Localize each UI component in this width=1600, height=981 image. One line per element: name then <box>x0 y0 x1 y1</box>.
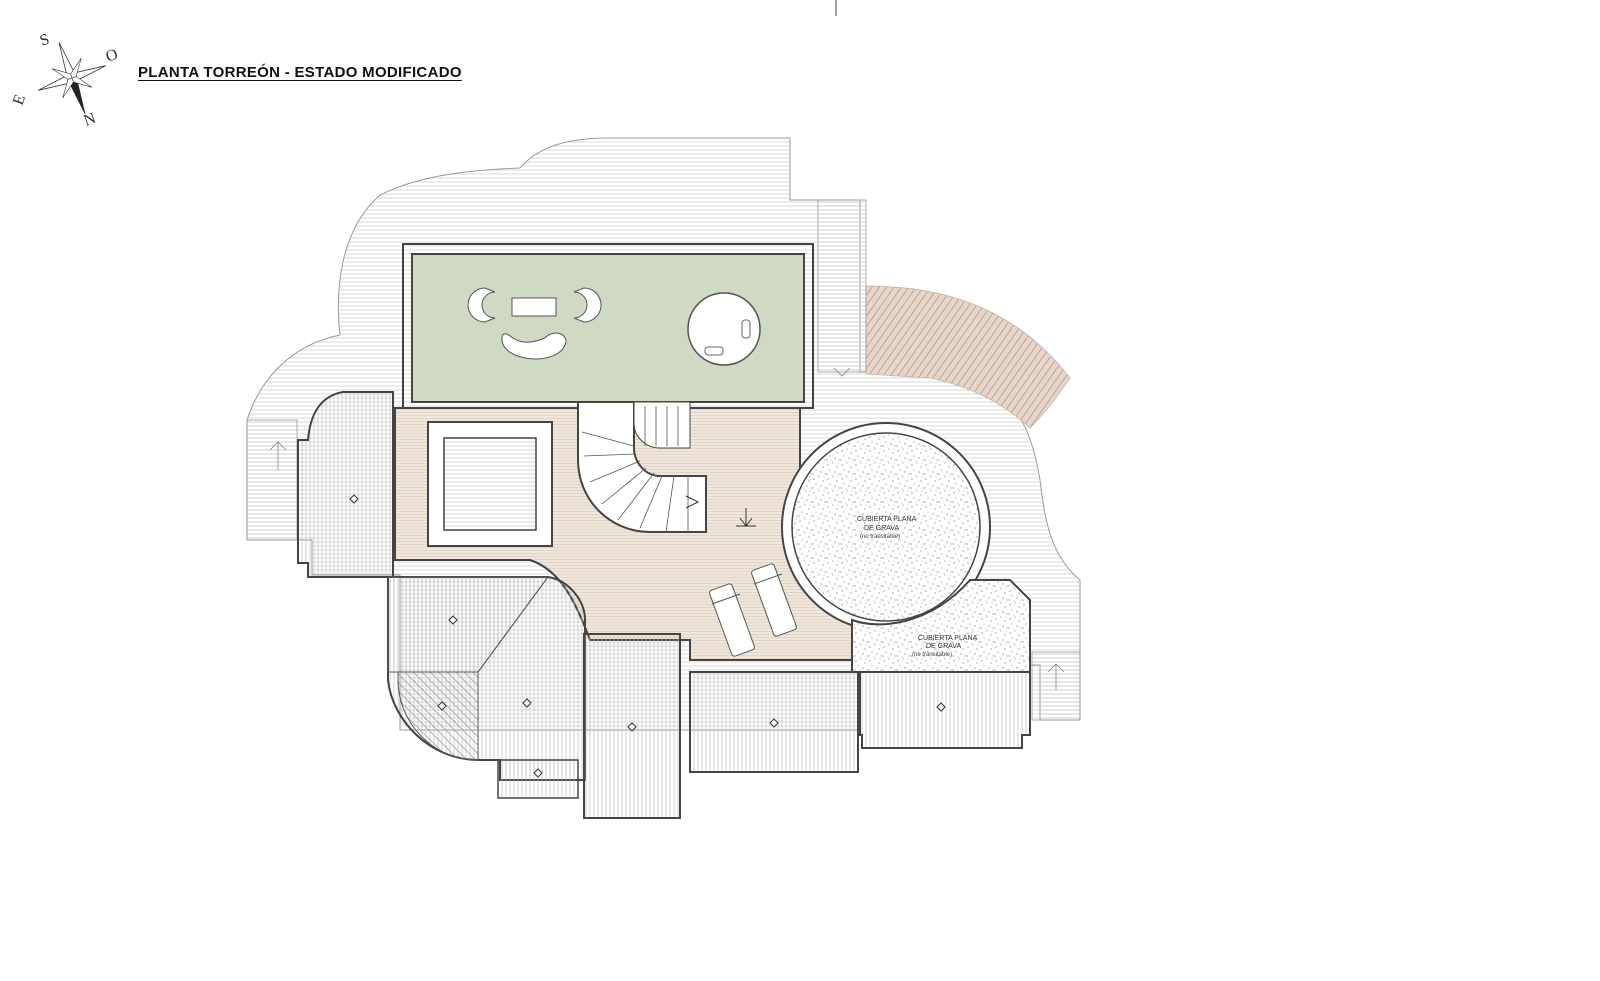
left-rounded-deck <box>297 391 394 578</box>
right-lower-roof-2 <box>859 671 1031 749</box>
round-gravel-label-2: DE GRAVA <box>864 525 899 532</box>
round-gravel-roof <box>791 432 981 622</box>
exterior-stair-left <box>246 419 298 541</box>
lounge-furniture <box>467 287 602 360</box>
roof-hip-line <box>477 576 549 673</box>
drawing-title: PLANTA TORREÓN - ESTADO MODIFICADO <box>138 64 462 81</box>
rect-gravel-label-3: (no transitable) <box>912 652 952 658</box>
stair-up-arrows <box>269 367 1065 690</box>
rect-gravel-roof <box>851 579 1031 673</box>
round-table <box>687 292 761 366</box>
spiral-stair <box>577 401 707 533</box>
compass-south-letter: S <box>38 31 52 50</box>
down-arrow <box>736 508 756 527</box>
compass-west-letter: O <box>104 46 121 66</box>
rect-gravel-label-2: DE GRAVA <box>926 643 961 650</box>
skylight <box>443 437 537 531</box>
compass-north-letter: N <box>82 110 99 130</box>
sun-loungers <box>709 563 797 657</box>
small-roof-step <box>497 759 579 799</box>
lower-left-diagonal-roof <box>397 671 479 761</box>
exterior-stair-right <box>817 199 867 373</box>
round-gravel-label-3: (no transitable) <box>860 534 900 540</box>
round-gravel-label-1: CUBIERTA PLANA <box>857 516 917 523</box>
compass-rose: S O E N <box>10 31 120 130</box>
compass-east-letter: E <box>10 92 29 107</box>
sloped-roof-area <box>865 285 1071 429</box>
rect-gravel-label-1: CUBIERTA PLANA <box>918 635 978 642</box>
drain-markers <box>349 494 946 778</box>
